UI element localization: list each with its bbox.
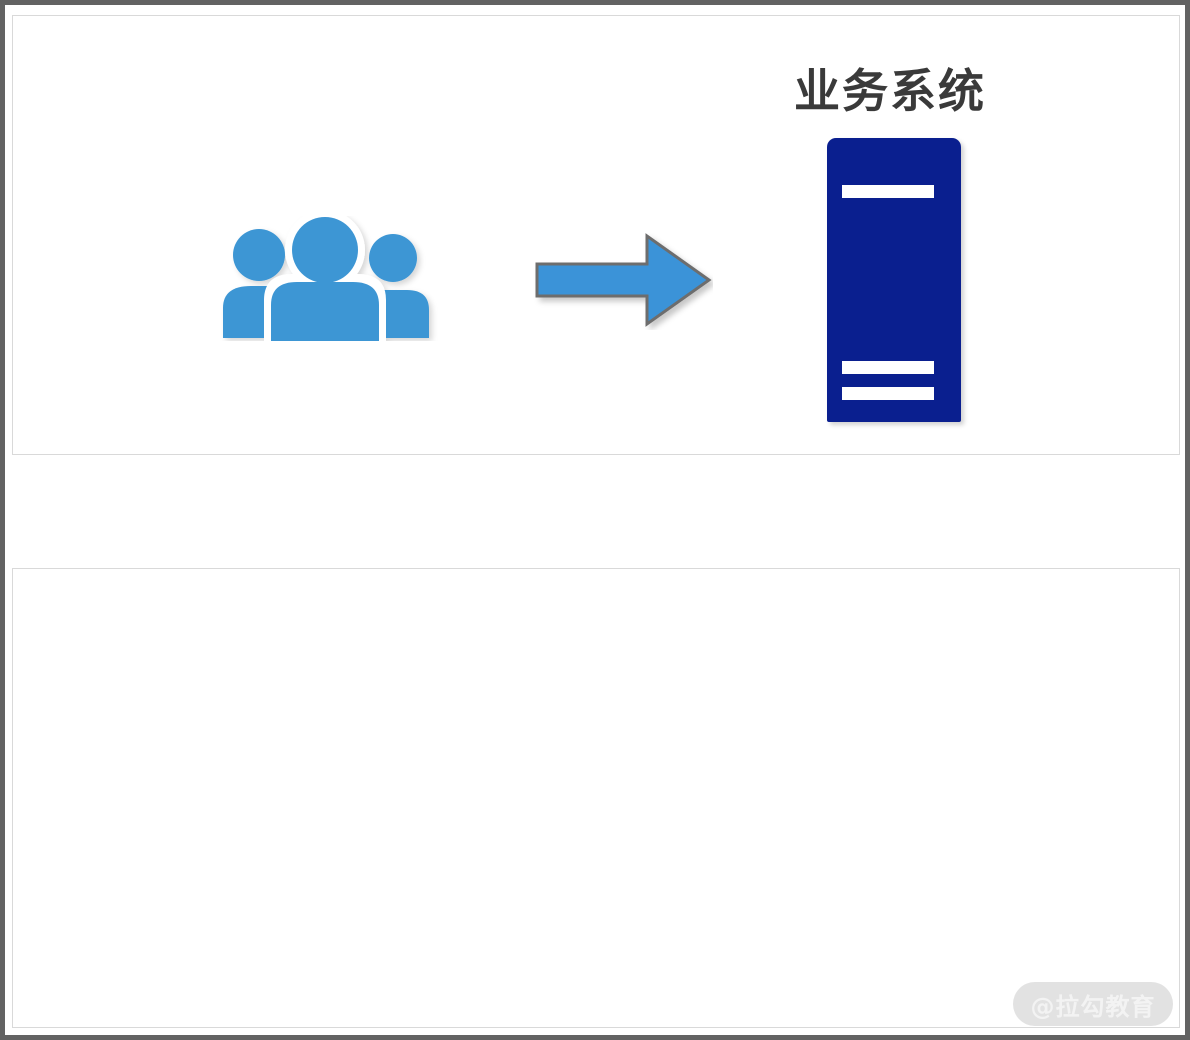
panel-system-cluster: 业务系统集群: [12, 568, 1180, 1028]
watermark-badge: @拉勾教育: [1013, 982, 1173, 1026]
server-bar-mid: [842, 360, 934, 374]
people-group-icon: [211, 210, 441, 341]
server-unit: [827, 138, 961, 422]
right-block-arrow-icon: [533, 230, 713, 330]
watermark-text: @拉勾教育: [1030, 992, 1156, 1021]
server-bar-bottom: [842, 386, 934, 400]
server-bar-top: [842, 184, 934, 198]
panel-single-system: 业务系统: [12, 15, 1180, 455]
panel-title-single: 业务系统: [794, 64, 986, 118]
